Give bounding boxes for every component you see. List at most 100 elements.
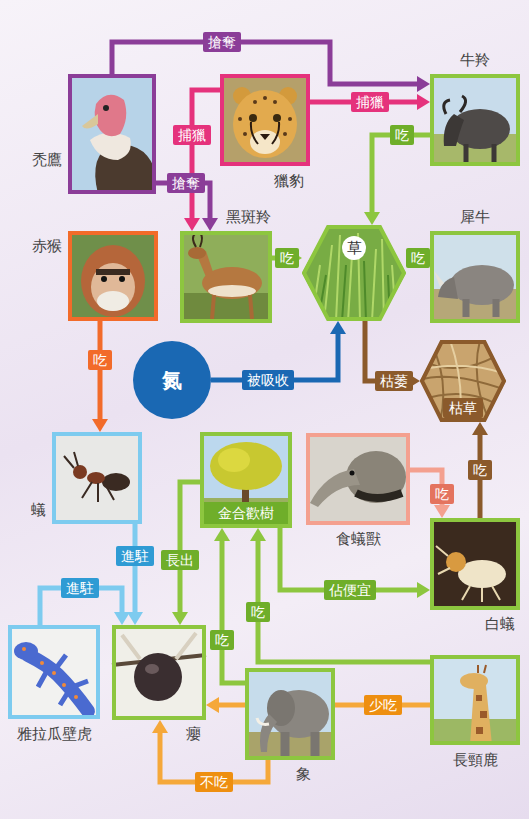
label-slot: 赤猴 <box>32 236 62 256</box>
edge-label: 捕獵 <box>173 125 211 145</box>
arrow-head <box>250 528 266 541</box>
arrow-head <box>434 505 450 518</box>
node-label: 草 <box>342 236 366 260</box>
edge-label: 吃 <box>275 248 299 268</box>
node-label: 食蟻獸 <box>336 529 381 549</box>
connector-line <box>258 538 430 662</box>
photo-box: 蟻 <box>52 432 142 524</box>
label-slot: 雅拉瓜壁虎 <box>17 724 92 744</box>
edge-label: 吃 <box>430 484 454 504</box>
hexagon-node: 草 <box>302 225 406 321</box>
node-label: 禿鷹 <box>32 150 62 170</box>
label-slot: 黑斑羚 <box>226 207 271 227</box>
label-slot: 不吃 <box>195 772 233 792</box>
arrow-head <box>127 612 143 625</box>
hexagon-border <box>422 342 504 420</box>
photo-box: 黑斑羚 <box>180 231 272 323</box>
arrow-head <box>472 422 488 435</box>
label-slot: 進駐 <box>61 578 99 598</box>
connector <box>250 528 430 662</box>
edge-label: 捕獵 <box>351 92 389 112</box>
arrow-head <box>206 697 219 713</box>
gall-photo <box>112 625 206 720</box>
label-slot: 捕獵 <box>351 92 389 112</box>
connector-line <box>372 135 430 215</box>
node-label: 黑斑羚 <box>226 207 271 227</box>
impala-photo <box>180 231 272 323</box>
arrow-head <box>214 528 230 541</box>
connector <box>184 90 220 231</box>
photo-box: 雅拉瓜壁虎 <box>8 625 100 719</box>
edge-label: 少吃 <box>364 695 402 715</box>
photo-box: 赤猴 <box>68 231 158 321</box>
label-slot: 禿鷹 <box>32 150 62 170</box>
photo-box: 長頸鹿 <box>430 655 520 745</box>
arrow-head <box>364 212 380 225</box>
node-label: 赤猴 <box>32 236 62 256</box>
edge-label: 吃 <box>210 630 234 650</box>
label-slot: 犀牛 <box>460 207 490 227</box>
gecko-photo <box>8 625 100 719</box>
node-label: 雅拉瓜壁虎 <box>17 724 92 744</box>
label-slot: 牛羚 <box>460 50 490 70</box>
photo-box: 牛羚 <box>430 74 520 166</box>
hexagon-node: 枯草 <box>420 340 506 422</box>
connector <box>92 321 108 432</box>
vulture-photo <box>68 74 156 194</box>
label-slot: 食蟻獸 <box>336 529 381 549</box>
photo-box: 獵豹 <box>220 74 310 166</box>
monkey-photo <box>68 231 158 321</box>
label-slot: 吃 <box>430 484 454 504</box>
arrow-head <box>417 582 430 598</box>
label-slot: 長出 <box>161 550 199 570</box>
arrow-head <box>172 612 188 625</box>
arrow-head <box>417 76 430 92</box>
label-slot: 被吸收 <box>242 370 294 390</box>
node-label: 犀牛 <box>460 207 490 227</box>
connector <box>364 135 430 225</box>
node-label: 獵豹 <box>274 171 304 191</box>
edge-label: 不吃 <box>195 772 233 792</box>
label-slot: 吃 <box>390 125 414 145</box>
label-slot: 草 <box>342 236 366 260</box>
edge-label: 佔便宜 <box>324 580 376 600</box>
arrow-head <box>417 94 430 110</box>
label-slot: 搶奪 <box>203 32 241 52</box>
label-slot: 氮 <box>162 368 182 392</box>
photo-box: 食蟻獸 <box>306 433 410 525</box>
label-slot: 少吃 <box>364 695 402 715</box>
edge-label: 進駐 <box>116 546 154 566</box>
giraffe-photo <box>430 655 520 745</box>
photo-box: 禿鷹 <box>68 74 156 194</box>
label-slot: 進駐 <box>116 546 154 566</box>
connector-line <box>222 538 245 683</box>
grass-photo <box>302 225 406 321</box>
connector <box>214 528 245 683</box>
connector-line <box>98 321 103 422</box>
label-slot: 獵豹 <box>274 171 304 191</box>
wildebeest-photo <box>430 74 520 166</box>
label-slot: 捕獵 <box>173 125 211 145</box>
arrow-head <box>92 419 108 432</box>
photo-box: 金合歡樹 <box>200 432 292 528</box>
elephant-photo <box>245 668 335 760</box>
arrow-head <box>202 218 218 231</box>
node-label: 蟻 <box>31 500 46 520</box>
label-slot: 吃 <box>88 350 112 370</box>
termite-photo <box>430 518 520 610</box>
node-label: 牛羚 <box>460 50 490 70</box>
photo-box: 白蟻 <box>430 518 520 610</box>
edge-label: 吃 <box>88 350 112 370</box>
photo-box: 癭 <box>112 625 206 720</box>
edge-label: 吃 <box>406 248 430 268</box>
label-slot: 金合歡樹 <box>204 502 288 524</box>
label-slot: 枯草 <box>443 398 483 418</box>
arrow-head <box>184 218 200 231</box>
node-label: 白蟻 <box>485 614 515 634</box>
label-slot: 吃 <box>406 248 430 268</box>
hexagon-border <box>304 227 404 319</box>
acacia-photo <box>200 432 292 528</box>
label-slot: 枯萎 <box>375 371 413 391</box>
label-slot: 吃 <box>246 602 270 622</box>
